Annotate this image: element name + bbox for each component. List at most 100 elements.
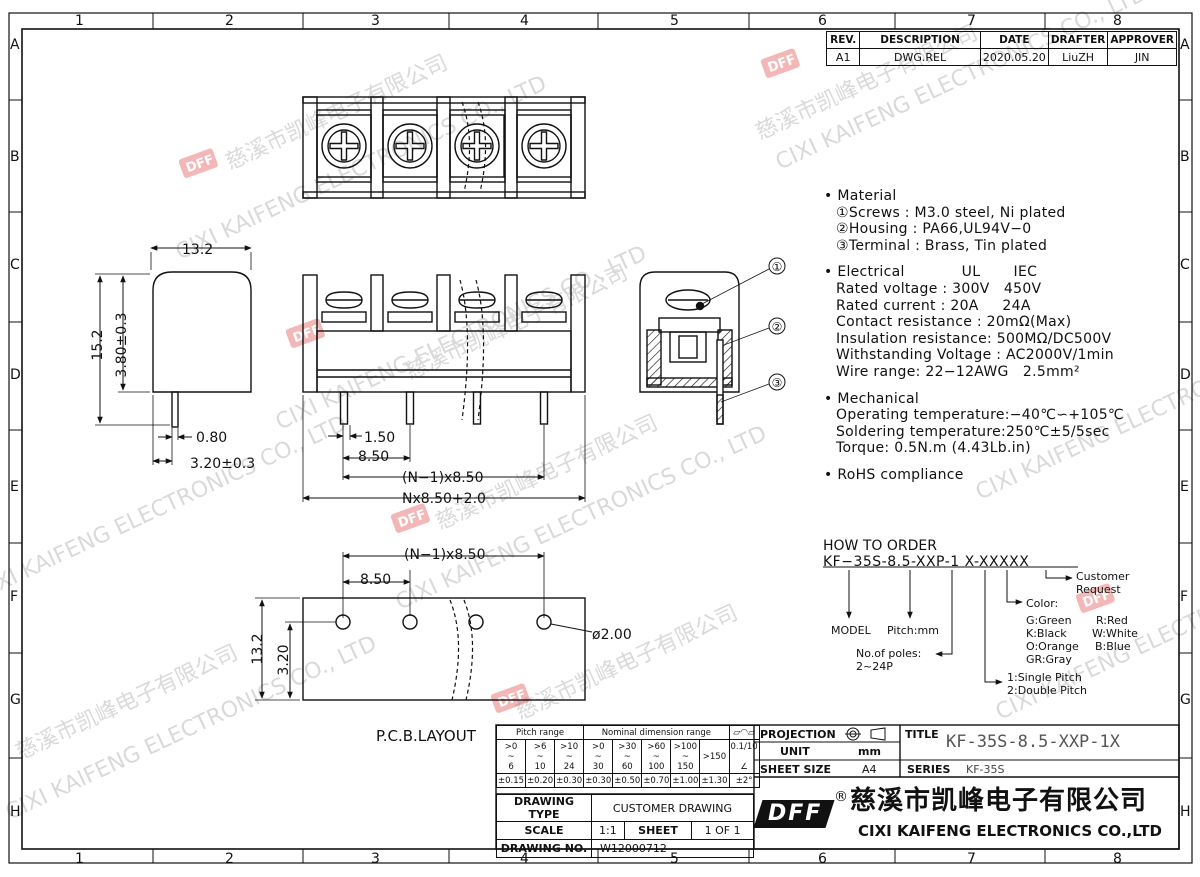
tol-flat-value: 0.1/10∠ [728, 739, 760, 774]
screw-cavity [449, 114, 505, 178]
grid-column-label: 1 [75, 851, 84, 867]
clamp [454, 311, 500, 323]
company-logo-text: DFF [768, 801, 823, 826]
screw-head [454, 123, 500, 169]
order-pitch-single: 1:Single Pitch [1007, 671, 1082, 684]
drawing-title: KF-35S-8.5-XXP-1X [946, 732, 1120, 752]
callout-1: ① [772, 260, 783, 274]
rev-header: REV. [825, 31, 861, 49]
drawing-type: CUSTOMER DRAWING [591, 794, 754, 822]
order-poles: No.of poles: [856, 647, 922, 660]
rev-header: APPROVER [1107, 31, 1177, 49]
solder-pin [339, 391, 349, 425]
watermark-en: CIXI KAIFENG ELECTRONICS CO., LTD [272, 241, 651, 435]
drawing-type-label: DRAWING TYPE [496, 794, 592, 822]
screw-inner [460, 129, 494, 163]
rev-cell: LiuZH [1047, 48, 1109, 66]
grid-column-label: 6 [818, 13, 827, 29]
sheet-label: SHEET [623, 821, 693, 840]
callout-2: ② [772, 320, 783, 334]
grid-column-label: 6 [818, 851, 827, 867]
color-black: K:Black [1026, 627, 1067, 640]
break-lines [449, 101, 487, 701]
order-pitch: Pitch:mm [887, 624, 939, 637]
watermark-cn: 慈溪市凯峰电子有限公司 [512, 600, 742, 725]
grid-row-label: H [1180, 804, 1191, 820]
screw-inner [393, 129, 427, 163]
tol-nominal-value: ±0.50 [612, 773, 643, 788]
sheet-size-value: A4 [862, 763, 877, 776]
color-blue: B:Blue [1095, 640, 1131, 653]
mechanical-torque: Torque: 0.5N.m (4.43Lb.in) [836, 440, 1031, 457]
grid-column-label: 3 [371, 13, 380, 29]
drawing-no-label: DRAWING NO. [496, 839, 592, 858]
phillips-cross-icon [462, 131, 492, 161]
registered-mark: ® [834, 789, 848, 805]
grid-row-label: F [10, 589, 19, 605]
grid-row-label: G [10, 692, 21, 708]
electrical-contact: Contact resistance : 20mΩ(Max) [836, 314, 1072, 331]
phillips-cross-icon [395, 131, 425, 161]
tol-nominal: Nominal dimension range [583, 725, 730, 740]
grid-row-label: B [1180, 149, 1190, 165]
front-screw [325, 291, 363, 309]
unit-value: mm [858, 745, 881, 758]
grid-column-label: 7 [967, 13, 976, 29]
tol-nominal-value: ±1.00 [670, 773, 701, 788]
rev-cell: DWG.REL [859, 48, 981, 66]
company-name-cn: 慈溪市凯峰电子有限公司 [850, 786, 1148, 816]
dim-pin-offset: 3.20±0.3 [190, 456, 255, 472]
order-color-title: Color: [1026, 597, 1059, 610]
tol-pitch-range: Pitch range [495, 725, 585, 740]
scale-label: SCALE [496, 821, 592, 840]
order-title: HOW TO ORDER [823, 538, 937, 554]
front-screw [391, 291, 429, 309]
grid-row-label: E [1180, 479, 1189, 495]
pcb-layout [255, 552, 593, 701]
spec-block: • Material ①Screws : M3.0 steel, Ni plat… [824, 188, 1124, 484]
grid-column-label: 2 [225, 851, 234, 867]
tol-nominal-col: >0~30 [583, 739, 614, 774]
grid-row-label: C [1180, 257, 1190, 273]
tol-over: >150 [699, 739, 730, 774]
grid-column-label: 5 [670, 851, 679, 867]
screw-head [321, 123, 367, 169]
grid-row-label: D [1180, 367, 1191, 383]
rev-header: DRAFTER [1047, 31, 1109, 49]
dim-front-pin-width: 1.50 [364, 430, 395, 446]
electrical-voltage: Rated voltage : 300V 450V [836, 280, 1042, 297]
mechanical-soldering: Soldering temperature:250℃±5/5sec [836, 423, 1110, 440]
grid-row-label: H [10, 804, 21, 820]
grid-ticks [9, 13, 1192, 863]
front-screw [525, 291, 563, 309]
tol-pitch-value: ±0.20 [525, 773, 556, 788]
clamp [387, 311, 433, 323]
rev-header: DESCRIPTION [859, 31, 981, 49]
grid-row-label: B [10, 149, 20, 165]
electrical-current: Rated current : 20A 24A [836, 297, 1031, 314]
electrical-insulation: Insulation resistance: 500MΩ/DC500V [836, 330, 1112, 347]
solder-pin [472, 391, 482, 425]
order-request: Request [1076, 583, 1121, 596]
grid-column-label: 5 [670, 13, 679, 29]
unit-label: UNIT [780, 745, 810, 758]
section-view [639, 257, 786, 425]
grid-column-label: 3 [371, 851, 380, 867]
screw-cavity [516, 114, 572, 178]
company-name-en: CIXI KAIFENG ELECTRONICS CO.,LTD [858, 822, 1162, 840]
tol-nominal-value: ±0.30 [583, 773, 614, 788]
grid-row-label: F [1180, 589, 1189, 605]
watermark-cn: 慈溪市凯峰电子有限公司 [222, 50, 452, 175]
order-poles-range: 2~24P [856, 660, 893, 673]
material-screws: ①Screws : M3.0 steel, Ni plated [836, 204, 1066, 221]
rev-cell: JIN [1107, 48, 1177, 66]
order-code: KF−35S-8.5-XXP-1 X-XXXXX [823, 554, 1030, 570]
dim-side-width: 13.2 [182, 242, 213, 258]
electrical-withstanding: Withstanding Voltage : AC2000V/1min [836, 347, 1114, 364]
series-label: SERIES [907, 763, 951, 776]
clamp [321, 311, 367, 323]
clamp [521, 311, 567, 323]
electrical-wire-range: Wire range: 22−12AWG 2.5mm² [836, 363, 1080, 380]
color-green: G:Green [1026, 614, 1072, 627]
tol-pitch-col: >6~10 [525, 739, 556, 774]
